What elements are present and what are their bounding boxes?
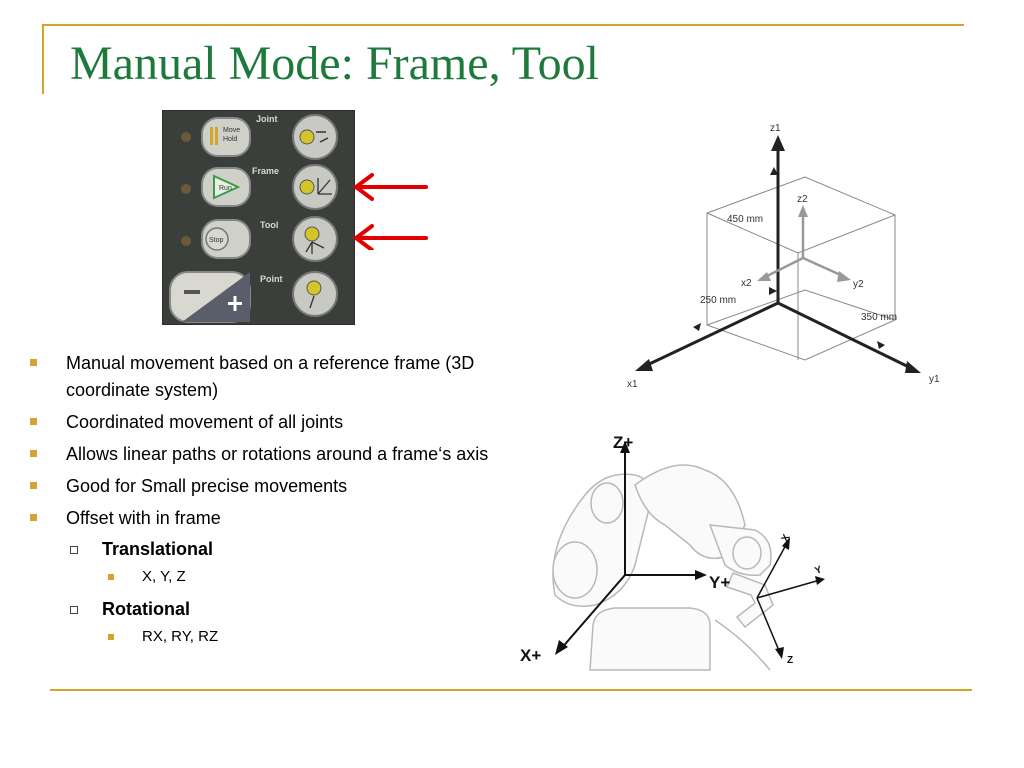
sub-sub-bullet-item: X, Y, Z [30,567,490,587]
bullet-text: Offset with in frame [66,508,221,528]
pointer-arrows [352,173,428,250]
dim-x-label: 250 mm [700,295,736,306]
stop-icon [205,227,229,251]
stop-button[interactable]: Stop [201,219,251,259]
bullet-text: Allows linear paths or rotations around … [66,444,489,464]
bullet-marker-icon [108,574,114,580]
left-rule [42,24,44,94]
bullet-text: Manual movement based on a reference fra… [66,353,475,400]
red-arrow-icon [352,224,428,250]
sub-sub-bullet-text: RX, RY, RZ [142,628,219,645]
bullet-item: Coordinated movement of all joints [30,409,490,436]
tool-y-label: Y [814,564,824,577]
sub-sub-bullet-text: X, Y, Z [142,568,186,585]
bullet-marker-icon [30,359,37,366]
y1-label: y1 [929,374,940,385]
frame-mode-icon [299,179,315,195]
tool-z-label: Z [787,655,793,666]
bottom-rule [50,689,972,691]
minus-plus-icon [182,272,250,322]
bullet-list: Manual movement based on a reference fra… [30,350,490,657]
frame1-axes [635,135,921,373]
bullet-marker-icon [30,514,37,521]
tool-axes [756,537,825,659]
sub-bullet-item: Translational [30,537,490,561]
frame-mode-button[interactable] [292,164,338,210]
move-hold-icon [210,127,213,145]
joint-mode-icon [299,129,315,145]
z-plus-label: Z+ [613,433,633,452]
bullet-item: Offset with in frame [30,505,490,532]
tool-x-label: X [780,532,793,544]
dim-z-label: 450 mm [727,214,763,225]
frame-label: Frame [252,166,279,176]
x2-label: x2 [741,278,752,289]
point-mode-button[interactable] [292,271,338,317]
z1-label: z1 [770,123,781,134]
bullet-text: Coordinated movement of all joints [66,412,344,432]
dim-y-label: 350 mm [861,312,897,323]
joint-mode-button[interactable] [292,114,338,160]
bullet-text: Good for Small precise movements [66,476,348,496]
joint-label: Joint [256,114,278,124]
z2-label: z2 [797,194,808,205]
reference-frame-diagram: z1 x1 y1 z2 x2 y2 450 mm 250 mm 350 mm [627,123,940,390]
tool-mode-icon [304,226,320,242]
base-axes [555,441,707,655]
x1-label: x1 [627,379,638,390]
bullet-item: Allows linear paths or rotations around … [30,441,490,468]
pendant-panel-image: Move Hold Run Stop Joint Frame Tool Poin… [162,110,355,325]
slide-title: Manual Mode: Frame, Tool [70,37,600,90]
stop-label: Stop [209,237,224,244]
bullet-item: Manual movement based on a reference fra… [30,350,490,404]
hollow-square-marker-icon [70,606,78,614]
move-hold-button[interactable]: Move Hold [201,117,251,157]
dimension-box [706,176,896,361]
hollow-square-marker-icon [70,546,78,554]
bullet-marker-icon [30,418,37,425]
x-plus-label: X+ [520,646,541,665]
top-rule [42,24,964,26]
bullet-marker-icon [30,450,37,457]
tool-label: Tool [260,220,278,230]
jog-minus-plus-button[interactable] [169,271,251,323]
led-indicators [181,132,191,246]
sub-bullet-item: Rotational [30,597,490,621]
run-icon [213,174,241,200]
red-arrow-icon [352,173,428,201]
point-label: Point [260,274,283,284]
run-button[interactable]: Run [201,167,251,207]
bullet-marker-icon [108,634,114,640]
sub-bullet-text: Rotational [102,599,190,619]
point-mode-icon [306,280,322,296]
dimension-arrowheads [693,167,885,349]
move-label: Move [223,127,240,134]
y-plus-label: Y+ [709,573,730,592]
robot-arm-diagram: Z+ Y+ X+ X Y Z [520,433,825,671]
bullet-marker-icon [30,482,37,489]
run-label: Run [219,185,232,192]
hold-label: Hold [223,136,238,143]
robot-arm-sketch [552,464,774,671]
frame2-axes [757,205,851,282]
y2-label: y2 [853,279,864,290]
bullet-item: Good for Small precise movements [30,473,490,500]
sub-bullet-text: Translational [102,539,214,559]
tool-mode-button[interactable] [292,216,338,262]
sub-sub-bullet-item: RX, RY, RZ [30,627,490,647]
